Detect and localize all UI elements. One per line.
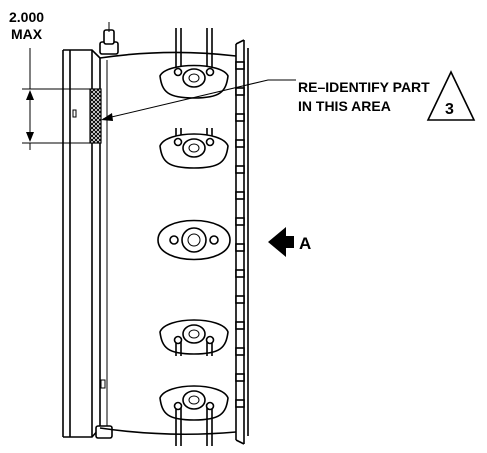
mounting-flange-3 xyxy=(157,219,231,261)
dimension-2000 xyxy=(22,48,90,150)
callout-line-2: IN THIS AREA xyxy=(298,98,391,114)
reidentify-area xyxy=(89,88,102,144)
mounting-flange-1 xyxy=(159,28,229,99)
callout-line-1: RE–IDENTIFY PART xyxy=(298,79,430,95)
note-number: 3 xyxy=(445,101,454,118)
dimension-qualifier: MAX xyxy=(11,26,43,42)
callout-leader xyxy=(101,79,296,121)
dimension-value: 2.000 xyxy=(9,9,44,25)
view-arrow-icon xyxy=(268,227,294,257)
note-triangle xyxy=(426,70,476,121)
mounting-flange-4 xyxy=(159,319,229,356)
mounting-flange-2 xyxy=(159,128,229,169)
view-arrow-label: A xyxy=(299,234,311,253)
right-edge-tabs xyxy=(235,48,249,436)
mounting-flange-5 xyxy=(159,385,229,446)
